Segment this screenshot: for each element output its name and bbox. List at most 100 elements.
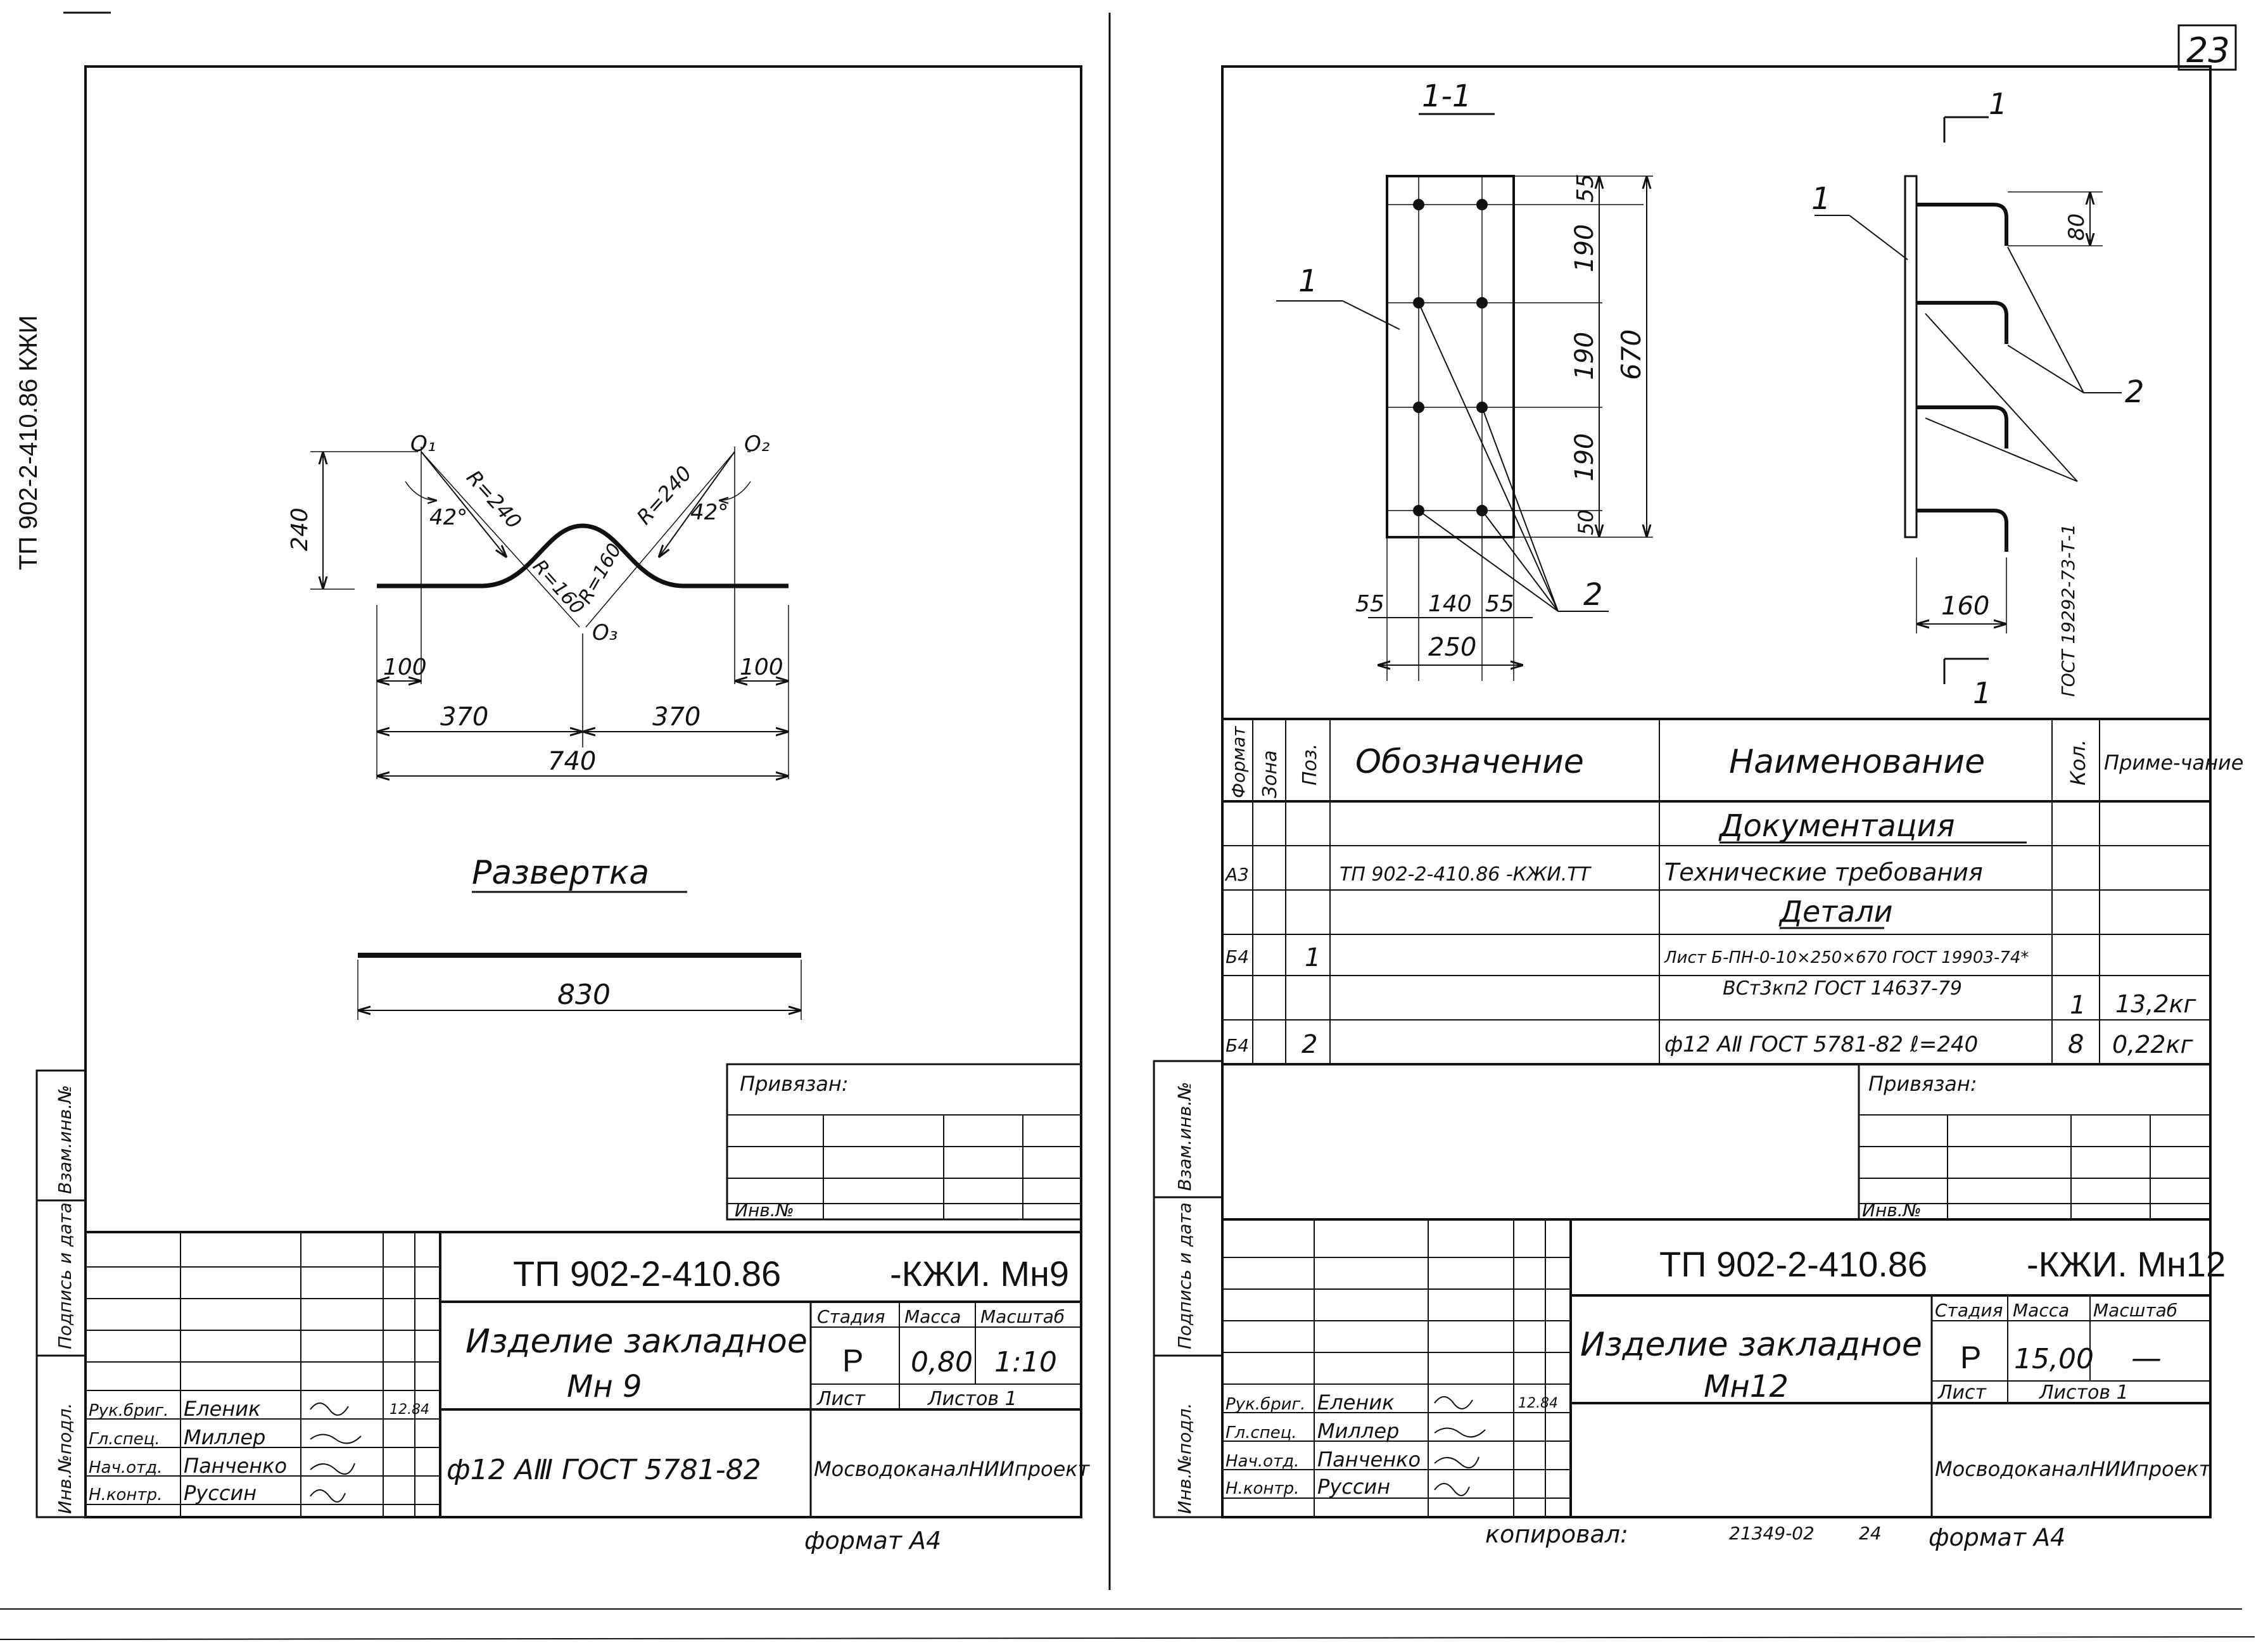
right-organization: МосводоканалНИИпроект <box>1935 1457 2212 1481</box>
vertical-code: ТП 902-2-410.86 КЖИ <box>15 315 42 570</box>
left-signer-name-1: Еленик <box>184 1397 261 1421</box>
left-signer-name-3: Панченко <box>184 1454 287 1478</box>
left-privyazan: Привязан: <box>740 1072 849 1096</box>
dim-55-top: 55 <box>1573 174 1599 203</box>
right-signatures <box>1434 1396 1486 1496</box>
right-copied-24: 24 <box>1859 1523 1882 1544</box>
spec-header-format: Формат <box>1228 726 1249 798</box>
callout-2-side: 2 <box>2125 374 2144 410</box>
dim-740: 740 <box>548 747 596 776</box>
left-organization: МосводоканалНИИпроект <box>814 1457 1091 1481</box>
right-privyazan: Привязан: <box>1868 1072 1977 1096</box>
right-copied-num: 21349-02 <box>1729 1523 1815 1544</box>
dim-100-left: 100 <box>383 654 427 680</box>
dim-50-bottom: 50 <box>1574 509 1598 535</box>
dim-190-a: 190 <box>1570 224 1599 272</box>
right-signer-date-1: 12.84 <box>1518 1396 1558 1411</box>
right-sheets-label: Листов 1 <box>2039 1382 2129 1404</box>
plate <box>1386 175 1515 538</box>
dim-370-right: 370 <box>652 703 700 732</box>
spec-row-4-name: Лист Б-ПН-0-10×250×670 ГОСТ 19903-74* <box>1664 948 2029 967</box>
right-signer-name-1: Еленик <box>1317 1390 1395 1415</box>
anchor-3 <box>1916 405 2008 448</box>
left-designation: ТП 902-2-410.86 <box>513 1254 781 1294</box>
right-signer-role-3: Нач.отд. <box>1226 1452 1299 1471</box>
bottom-trim-line-2 <box>0 1636 2255 1640</box>
spec-row-6-format: Б4 <box>1226 1035 1249 1056</box>
spec-header-note: Приме-чание <box>2104 751 2243 775</box>
radius-240-left: R=240 <box>462 466 526 533</box>
dim-80: 80 <box>2064 213 2089 241</box>
spec-header-name: Наименование <box>1729 743 1985 781</box>
left-inv-no: Инв.№ <box>735 1200 794 1221</box>
angle-right: 42° <box>690 500 728 525</box>
right-item-name-1: Изделие закладное <box>1580 1326 1922 1364</box>
right-signer-name-3: Панченко <box>1317 1447 1421 1472</box>
dim-55-left: 55 <box>1355 591 1384 617</box>
right-signer-role-2: Гл.спец. <box>1226 1423 1297 1442</box>
label-vzam: Взам.инв.№ <box>54 1085 75 1194</box>
callout-1-side: 1 <box>1811 181 1831 217</box>
right-item-name-2: Мн12 <box>1704 1369 1789 1404</box>
left-stage: Р <box>842 1343 863 1378</box>
left-privyazan-block <box>726 1063 1082 1221</box>
dim-55-right: 55 <box>1485 591 1514 617</box>
side-plate <box>1904 175 1918 538</box>
anchor-1 <box>1916 203 2008 246</box>
spec-row-5-note: 13,2кг <box>2115 990 2197 1018</box>
plate-drawing <box>1276 175 1653 681</box>
right-signer-role-1: Рук.бриг. <box>1226 1395 1305 1414</box>
spec-row-5-qty: 1 <box>2070 991 2086 1020</box>
spec-row-6-note: 0,22кг <box>2112 1031 2194 1059</box>
left-sheet-label: Лист <box>816 1388 866 1410</box>
angle-left: 42° <box>429 505 467 530</box>
spec-row-3-name: Детали <box>1778 894 1893 929</box>
right-stage: Р <box>1960 1340 1981 1375</box>
left-scale: 1:10 <box>994 1346 1057 1378</box>
dim-240: 240 <box>287 507 313 551</box>
anchor-4 <box>1916 509 2008 552</box>
dim-190-b: 190 <box>1570 332 1599 380</box>
spec-row-5-name: ВСт3кп2 ГОСТ 14637-79 <box>1723 977 1962 1000</box>
left-scale-label: Масштаб <box>980 1306 1065 1327</box>
page-number-box <box>2177 24 2237 71</box>
right-title-block <box>1222 1218 2210 1517</box>
left-stage-label: Стадия <box>817 1306 885 1327</box>
spec-row-2-format: А3 <box>1224 864 1249 885</box>
left-designation-suffix: -КЖИ. Мн9 <box>890 1254 1069 1294</box>
spec-row-4-pos: 1 <box>1305 943 1321 972</box>
anchor-2 <box>1916 301 2008 344</box>
spec-header-qty: Кол. <box>2066 739 2090 785</box>
spec-row-4-format: Б4 <box>1226 946 1249 967</box>
page-number: 23 <box>2186 30 2230 70</box>
left-signatures <box>310 1402 362 1503</box>
bent-bar-drawing <box>310 447 789 779</box>
point-o2: O₂ <box>744 431 770 457</box>
r-label-sign-date: Подпись и дата <box>1174 1202 1195 1349</box>
left-signer-role-4: Н.контр. <box>89 1485 162 1504</box>
right-signer-name-2: Миллер <box>1317 1419 1399 1443</box>
right-format: формат А4 <box>1929 1523 2065 1551</box>
spec-header-designation: Обозначение <box>1355 743 1584 781</box>
right-mass-label: Масса <box>2013 1300 2069 1321</box>
r-label-vzam: Взам.инв.№ <box>1174 1082 1195 1191</box>
bent-bar <box>377 523 789 588</box>
right-stage-label: Стадия <box>1935 1300 2003 1321</box>
left-signer-name-2: Миллер <box>184 1425 265 1449</box>
right-signer-role-4: Н.контр. <box>1226 1479 1299 1498</box>
razvertka-dim: 830 <box>557 979 611 1011</box>
left-signer-name-4: Руссин <box>184 1481 257 1505</box>
spec-row-2-designation: ТП 902-2-410.86 -КЖИ.ТТ <box>1340 863 1592 886</box>
left-signer-role-2: Гл.спец. <box>89 1430 160 1449</box>
left-material: ф12 АⅢ ГОСТ 5781-82 <box>447 1454 761 1486</box>
left-signer-date-1: 12.84 <box>390 1402 429 1418</box>
left-signer-role-3: Нач.отд. <box>89 1458 162 1477</box>
label-sign-date: Подпись и дата <box>54 1202 75 1349</box>
right-designation-suffix: -КЖИ. Мн12 <box>2027 1244 2226 1284</box>
dim-190-c: 190 <box>1570 433 1599 481</box>
right-inv-no: Инв.№ <box>1862 1200 1922 1221</box>
point-o1: O₁ <box>410 431 436 457</box>
left-margin-strip <box>35 1069 87 1518</box>
right-mass: 15,00 <box>2014 1343 2094 1375</box>
